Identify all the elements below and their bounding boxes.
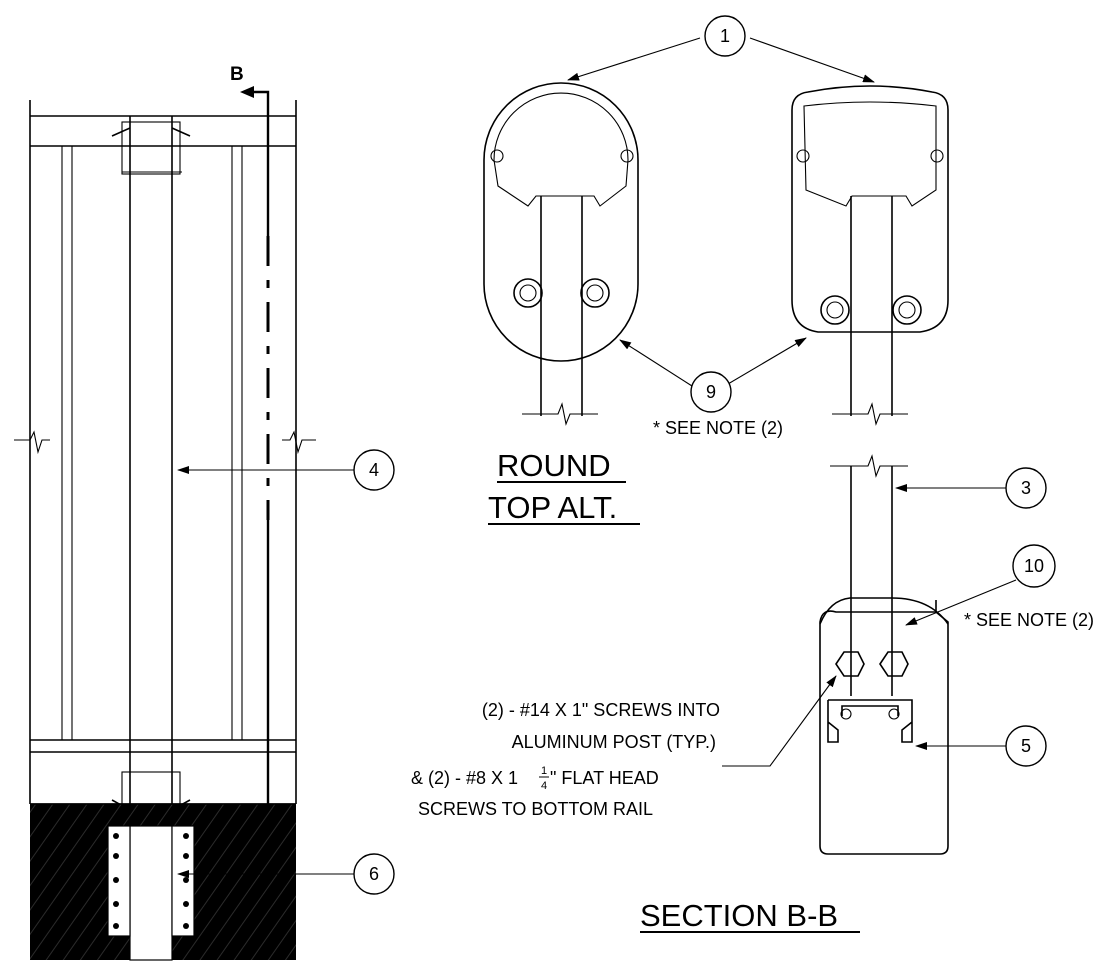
- flat-head-line: & (2) - #8 X 1 1 4 " FLAT HEAD: [411, 765, 659, 792]
- callout-5-label: 5: [1021, 736, 1031, 756]
- callout-9-label: 9: [706, 382, 716, 402]
- callout-1-label: 1: [720, 26, 730, 46]
- callout-4: 4: [353, 449, 395, 491]
- round-top-title: ROUND TOP ALT.: [488, 448, 640, 525]
- callout-3: 3: [1005, 467, 1047, 509]
- screws-line-1: (2) - #14 X 1" SCREWS INTO: [482, 700, 720, 720]
- section-bb-bottom: [819, 454, 949, 855]
- leader-lines: [177, 37, 1017, 878]
- section-marker-top: B: [230, 64, 244, 85]
- round-top-profile: [483, 82, 639, 426]
- elevation-view: B B: [14, 64, 316, 961]
- section-title: SECTION B-B: [640, 898, 860, 933]
- callout-3-label: 3: [1021, 478, 1031, 498]
- section-title-text: SECTION B-B: [640, 898, 838, 933]
- flat-head-post: " FLAT HEAD: [550, 768, 659, 788]
- callout-10-label: 10: [1024, 556, 1044, 576]
- screws-line-2: ALUMINUM POST (TYP.): [512, 732, 716, 752]
- callout-6-label: 6: [369, 864, 379, 884]
- callout-4-label: 4: [369, 460, 379, 480]
- see-note-upper: * SEE NOTE (2): [653, 418, 783, 438]
- flat-head-frac-num: 1: [541, 765, 547, 777]
- callout-6: 6: [353, 853, 395, 895]
- flat-head-frac-den: 4: [541, 780, 547, 792]
- mounting-plate-left: [107, 825, 131, 937]
- flat-top-profile: [791, 85, 949, 426]
- flat-head-pre: & (2) - #8 X 1: [411, 768, 518, 788]
- callout-10: 10: [1012, 544, 1056, 588]
- callout-9: 9: [690, 371, 732, 413]
- callout-5: 5: [1005, 725, 1047, 767]
- flat-head-line-2: SCREWS TO BOTTOM RAIL: [418, 799, 653, 819]
- round-top-title-line-2: TOP ALT.: [488, 490, 617, 525]
- round-top-title-line-1: ROUND: [497, 448, 611, 483]
- plate-screws: [113, 833, 189, 929]
- screw-notes: (2) - #14 X 1" SCREWS INTO ALUMINUM POST…: [411, 700, 720, 819]
- see-note-right: * SEE NOTE (2): [964, 610, 1094, 630]
- mounting-plate-right: [171, 825, 195, 937]
- callout-1: 1: [704, 15, 746, 57]
